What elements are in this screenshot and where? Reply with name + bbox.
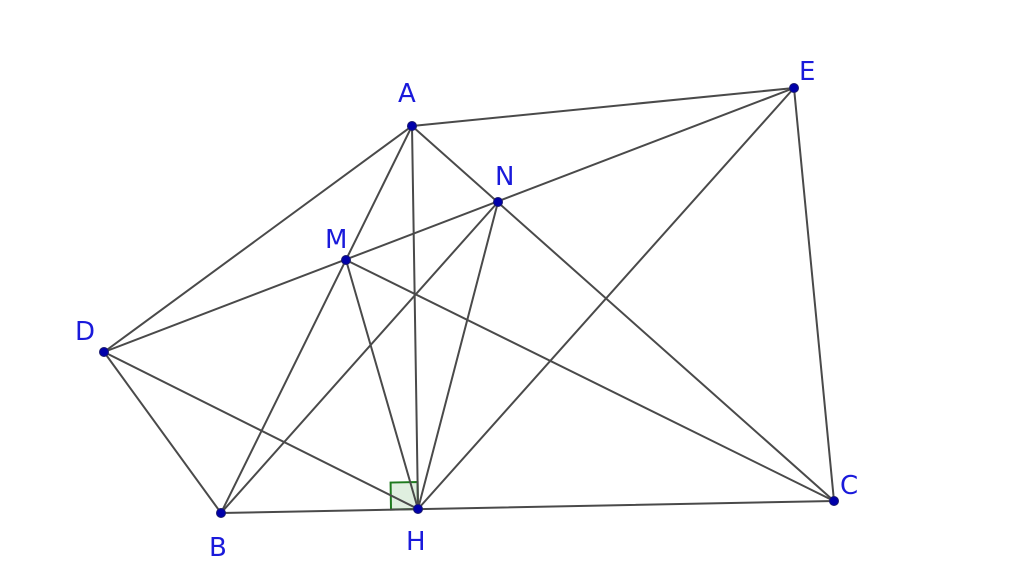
point-E [789, 83, 799, 93]
point-label-A: A [398, 79, 416, 109]
point-label-N: N [495, 162, 514, 192]
point-C [829, 496, 839, 506]
point-B [216, 508, 226, 518]
point-M [341, 255, 351, 265]
point-label-B: B [209, 533, 227, 563]
segment-CE [793, 87, 835, 502]
segment-AE [411, 87, 795, 127]
segment-HN [417, 201, 499, 510]
point-label-C: C [840, 471, 858, 501]
segment-DE [103, 87, 795, 353]
point-label-D: D [75, 317, 95, 347]
point-N [493, 197, 503, 207]
segment-CM [345, 259, 835, 502]
point-label-H: H [406, 527, 426, 557]
segment-BC [220, 500, 835, 514]
segment-HM [345, 259, 419, 510]
segment-BN [220, 201, 499, 514]
label-layer: A B C D E H M N [75, 57, 858, 563]
point-label-E: E [799, 57, 815, 87]
segment-DH [103, 351, 419, 510]
segment-BD [103, 351, 222, 514]
point-A [407, 121, 417, 131]
segment-AB [220, 125, 413, 514]
point-D [99, 347, 109, 357]
point-label-M: M [325, 225, 347, 255]
segment-AC [411, 125, 835, 502]
point-layer [99, 83, 839, 518]
segment-AD [103, 125, 413, 353]
segment-AH [411, 125, 419, 510]
point-H [413, 504, 423, 514]
segment-layer [103, 87, 835, 514]
segment-EH [417, 87, 795, 510]
